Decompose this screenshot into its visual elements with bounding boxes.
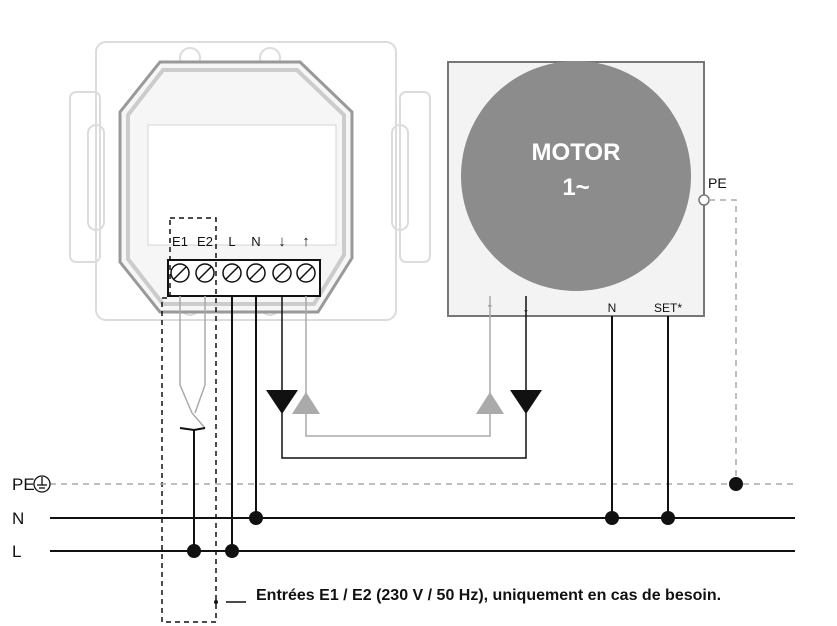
motor-pe-wire <box>709 199 737 484</box>
optional-inputs-dashed-box <box>161 217 217 623</box>
terminal-label-e1: E1 <box>172 234 188 249</box>
optional-inputs-note: Entrées E1 / E2 (230 V / 50 Hz), uniquem… <box>256 587 721 604</box>
terminal-label-n: N <box>251 234 260 249</box>
n-line-label: N <box>12 509 24 528</box>
up-arrow-motor <box>476 392 504 414</box>
terminal-label-up: ↑ <box>302 233 310 250</box>
motor-pe-label: PE <box>708 175 727 191</box>
junction-n-set <box>661 511 675 525</box>
junction-l-device <box>225 544 239 558</box>
junction-n-device <box>249 511 263 525</box>
screw-n <box>246 263 266 283</box>
up-wire <box>305 296 491 437</box>
l-line-label: L <box>12 542 21 561</box>
motor-terminal-n: N <box>608 301 617 315</box>
terminal-label-e2: E2 <box>197 234 213 249</box>
ground-icon <box>33 475 51 493</box>
junction-n-motor <box>605 511 619 525</box>
junction-l-inputs <box>187 544 201 558</box>
down-arrow-device <box>266 390 298 414</box>
motor-circle <box>461 61 691 291</box>
motor-pe-terminal <box>698 194 710 206</box>
device-body-inner <box>126 68 346 306</box>
terminal-label-l: L <box>228 234 235 249</box>
screw-e1 <box>170 263 190 283</box>
down-wire <box>281 296 527 459</box>
terminal-label-down: ↓ <box>278 233 286 250</box>
note-leader-dot <box>214 600 218 604</box>
screw-l <box>222 263 242 283</box>
e1-e2-switch-wiring <box>179 296 206 429</box>
terminal-block <box>167 259 321 297</box>
e1-e2-common-wire <box>179 427 206 551</box>
screw-e2 <box>195 263 215 283</box>
junction-pe-motor <box>729 477 743 491</box>
device-display <box>147 124 337 246</box>
screw-up <box>296 263 316 283</box>
pe-line-label: PE <box>12 475 35 494</box>
up-arrow-device <box>292 392 320 414</box>
screw-down <box>272 263 292 283</box>
motor-terminal-set: SET* <box>654 301 682 315</box>
down-arrow-motor <box>510 390 542 414</box>
motor-title: MOTOR <box>532 139 621 166</box>
motor-phase: 1~ <box>562 174 589 201</box>
